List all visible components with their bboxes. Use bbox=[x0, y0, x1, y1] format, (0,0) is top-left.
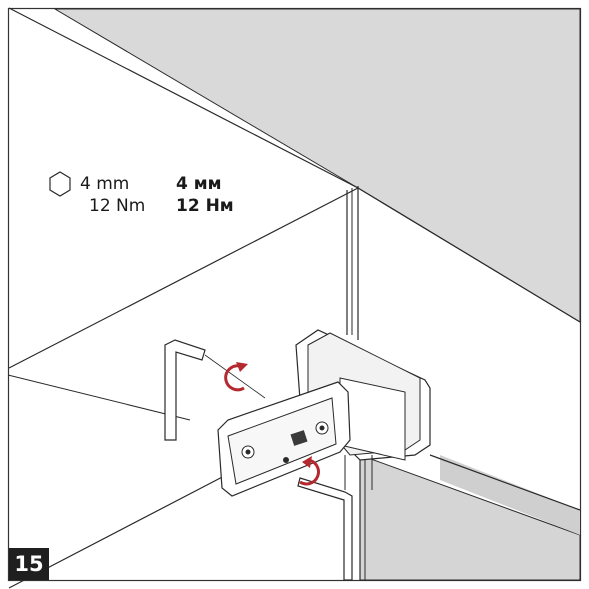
step-number-badge: 15 bbox=[9, 548, 49, 580]
glass-bottom-edge bbox=[8, 459, 256, 589]
glass-left-edge bbox=[8, 187, 359, 369]
hex-key-tool-lower bbox=[297, 477, 353, 581]
hex-size-en: 4 mm bbox=[80, 174, 130, 194]
rotation-arrow-lower bbox=[299, 456, 320, 486]
glass-top-edge bbox=[8, 7, 359, 189]
rotation-arrow-upper bbox=[224, 362, 248, 392]
hex-size-ru: 4 мм bbox=[176, 174, 222, 194]
torque-en: 12 Nm bbox=[89, 196, 146, 216]
right-wall-upper bbox=[440, 455, 580, 535]
torque-ru: 12 Нм bbox=[176, 196, 234, 216]
hex-key-tool-upper bbox=[164, 339, 266, 441]
hex-key-icon bbox=[49, 171, 71, 197]
glass-clamp-hinge bbox=[217, 329, 431, 497]
